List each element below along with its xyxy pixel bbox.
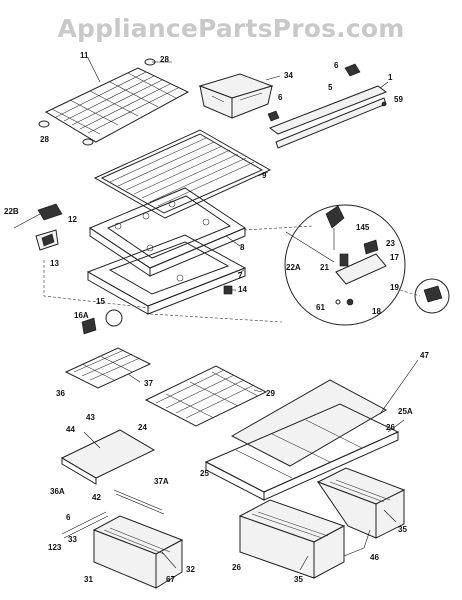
label-26-bottom: 26 bbox=[232, 563, 241, 572]
crisper-drawer-right-a bbox=[238, 499, 346, 579]
label-67: 67 bbox=[166, 575, 175, 584]
watermark: AppliancePartsPros.com bbox=[57, 14, 405, 43]
leader-dashed-right bbox=[149, 313, 283, 323]
leader-lines bbox=[83, 57, 419, 571]
crisper-frame-7 bbox=[86, 234, 247, 315]
label-46: 46 bbox=[370, 553, 379, 562]
label-36: 36 bbox=[56, 389, 65, 398]
label-9: 9 bbox=[262, 171, 267, 180]
label-1: 1 bbox=[388, 73, 393, 82]
label-25A: 25A bbox=[398, 407, 413, 416]
crisper-cover-frame-25 bbox=[204, 403, 400, 501]
label-59: 59 bbox=[394, 95, 403, 104]
leader-dashed-top bbox=[243, 225, 313, 231]
leader-dashed-left bbox=[43, 260, 151, 309]
shelf-frame-8 bbox=[88, 187, 247, 277]
label-14: 14 bbox=[238, 285, 247, 294]
label-47: 47 bbox=[420, 351, 429, 360]
label-29: 29 bbox=[266, 389, 275, 398]
detail-circle-19 bbox=[414, 278, 450, 314]
shelf-support-28 bbox=[38, 58, 156, 146]
leader-dashed-19 bbox=[399, 289, 421, 297]
label-31: 31 bbox=[84, 575, 93, 584]
glass-shelf-43 bbox=[60, 429, 165, 515]
label-26-top: 26 bbox=[386, 423, 395, 432]
wire-shelf-24 bbox=[144, 365, 268, 427]
crisper-drawer-left bbox=[61, 511, 184, 589]
label-19: 19 bbox=[390, 283, 399, 292]
label-37A: 37A bbox=[154, 477, 169, 486]
label-12: 12 bbox=[68, 215, 77, 224]
label-42: 42 bbox=[92, 493, 101, 502]
label-15: 15 bbox=[96, 297, 105, 306]
label-7: 7 bbox=[238, 271, 243, 280]
label-22B: 22B bbox=[4, 207, 19, 216]
label-37: 37 bbox=[144, 379, 153, 388]
label-35-bottom: 35 bbox=[294, 575, 303, 584]
label-33: 33 bbox=[68, 535, 77, 544]
label-23: 23 bbox=[386, 239, 395, 248]
storage-bin-34 bbox=[198, 73, 274, 119]
label-17: 17 bbox=[390, 253, 399, 262]
wire-shelf-11 bbox=[44, 67, 190, 143]
label-35-right: 35 bbox=[398, 525, 407, 534]
part-labels: 11 28 28 34 6 1 5 6 59 9 22B 12 13 145 8… bbox=[4, 51, 429, 584]
label-145: 145 bbox=[356, 223, 370, 232]
label-22A: 22A bbox=[286, 263, 301, 272]
label-8: 8 bbox=[240, 243, 245, 252]
glass-cover-47 bbox=[230, 379, 388, 467]
label-43: 43 bbox=[86, 413, 95, 422]
rail-assembly-5 bbox=[267, 63, 388, 149]
label-24: 24 bbox=[138, 423, 147, 432]
label-18: 18 bbox=[372, 307, 381, 316]
crisper-drawer-right-b bbox=[316, 467, 406, 539]
label-123: 123 bbox=[48, 543, 62, 552]
label-16A: 16A bbox=[74, 311, 89, 320]
label-36A: 36A bbox=[50, 487, 65, 496]
detail-circle-control bbox=[284, 204, 406, 326]
label-34: 34 bbox=[284, 71, 293, 80]
label-32: 32 bbox=[186, 565, 195, 574]
label-44: 44 bbox=[66, 425, 75, 434]
label-6-top: 6 bbox=[334, 61, 339, 70]
label-25: 25 bbox=[200, 469, 209, 478]
slide-bracket-12-13 bbox=[13, 203, 63, 251]
label-21: 21 bbox=[320, 263, 329, 272]
label-13: 13 bbox=[50, 259, 59, 268]
wire-shelf-36 bbox=[64, 347, 152, 389]
label-6-mid: 6 bbox=[278, 93, 283, 102]
label-11: 11 bbox=[80, 51, 89, 60]
glass-shelf-9 bbox=[93, 129, 272, 219]
label-6-bottom: 6 bbox=[66, 513, 71, 522]
label-28-top: 28 bbox=[160, 55, 169, 64]
label-28-bottom: 28 bbox=[40, 135, 49, 144]
label-5: 5 bbox=[328, 83, 333, 92]
label-61: 61 bbox=[316, 303, 325, 312]
